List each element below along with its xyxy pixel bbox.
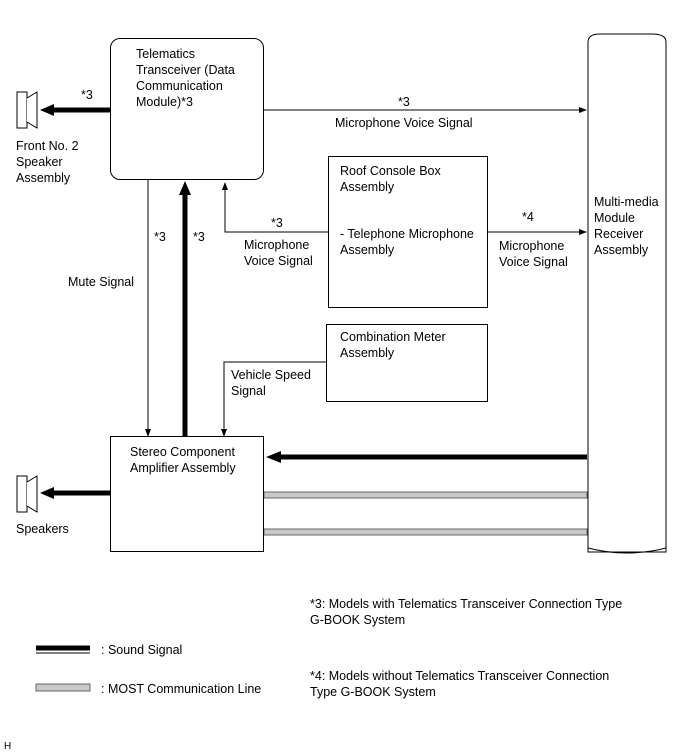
mic-voice-left-line-1: Microphone	[244, 238, 310, 252]
star4-mic-right-label: *4	[522, 210, 534, 224]
legend-sound-label: : Sound Signal	[101, 643, 183, 657]
telematics-transceiver-box	[110, 38, 264, 180]
combination-meter-line-2: Assembly	[340, 346, 395, 360]
star3-mic-top-label: *3	[398, 95, 410, 109]
receiver-bottom-curve	[587, 547, 667, 554]
combination-meter-box	[326, 324, 488, 402]
receiver-line-3: Receiver	[594, 227, 644, 241]
mic-voice-left-line-2: Voice Signal	[244, 254, 313, 268]
roof-console-line-4: Assembly	[340, 243, 395, 257]
star3-left1-label: *3	[154, 230, 166, 244]
legend-most-symbol	[35, 683, 91, 692]
telematics-line-4: Module)*3	[136, 95, 193, 109]
mute-signal-label: Mute Signal	[68, 275, 135, 289]
roof-console-line-2: Assembly	[340, 180, 395, 194]
front-speaker-icon	[16, 91, 38, 129]
sound-line-amp-to-telematics	[179, 181, 191, 438]
legend-sound-symbol	[36, 645, 90, 654]
vehicle-speed-line-2: Signal	[231, 384, 266, 398]
note-star4-line-2: Type G-BOOK System	[310, 685, 436, 699]
amplifier-box	[110, 436, 264, 552]
speakers-icon	[16, 475, 38, 513]
mic-signal-left-line	[222, 182, 328, 233]
most-line-2	[263, 528, 588, 536]
note-star3-line-1: *3: Models with Telematics Transceiver C…	[310, 597, 623, 611]
front-speaker-line-1: Front No. 2	[16, 139, 79, 153]
front-speaker-line-2: Speaker	[16, 155, 63, 169]
sound-line-front-speaker	[40, 104, 112, 116]
star3-left2-label: *3	[193, 230, 205, 244]
mic-voice-right-line-1: Microphone	[499, 239, 565, 253]
mic-voice-top-label: Microphone Voice Signal	[335, 116, 473, 130]
telematics-line-3: Communication	[136, 79, 223, 93]
roof-console-line-3: - Telephone Microphone	[340, 227, 474, 241]
note-star4-line-1: *4: Models without Telematics Transceive…	[310, 669, 610, 683]
amplifier-line-1: Stereo Component	[130, 445, 235, 459]
legend-most-label: : MOST Communication Line	[101, 682, 262, 696]
note-star3-line-2: G-BOOK System	[310, 613, 406, 627]
mic-voice-right-line-2: Voice Signal	[499, 255, 568, 269]
speakers-label: Speakers	[16, 522, 69, 536]
star3-front-label: *3	[81, 88, 93, 102]
sound-line-receiver-to-amp	[266, 451, 587, 463]
receiver-line-2: Module	[594, 211, 635, 225]
receiver-body	[587, 33, 667, 553]
roof-console-line-1: Roof Console Box	[340, 164, 441, 178]
vehicle-speed-line	[221, 361, 326, 437]
amplifier-line-2: Amplifier Assembly	[130, 461, 236, 475]
star3-mic-left-label: *3	[271, 216, 283, 230]
most-line-1	[263, 491, 588, 499]
roof-console-box	[328, 156, 488, 308]
telematics-line-1: Telematics	[136, 47, 196, 61]
combination-meter-line-1: Combination Meter	[340, 330, 446, 344]
receiver-line-4: Assembly	[594, 243, 649, 257]
telematics-line-2: Transceiver (Data	[136, 63, 235, 77]
vehicle-speed-line-1: Vehicle Speed	[231, 368, 311, 382]
front-speaker-line-3: Assembly	[16, 171, 71, 185]
receiver-line-1: Multi-media	[594, 195, 659, 209]
corner-mark: H	[4, 741, 12, 752]
sound-line-speakers	[40, 487, 110, 499]
